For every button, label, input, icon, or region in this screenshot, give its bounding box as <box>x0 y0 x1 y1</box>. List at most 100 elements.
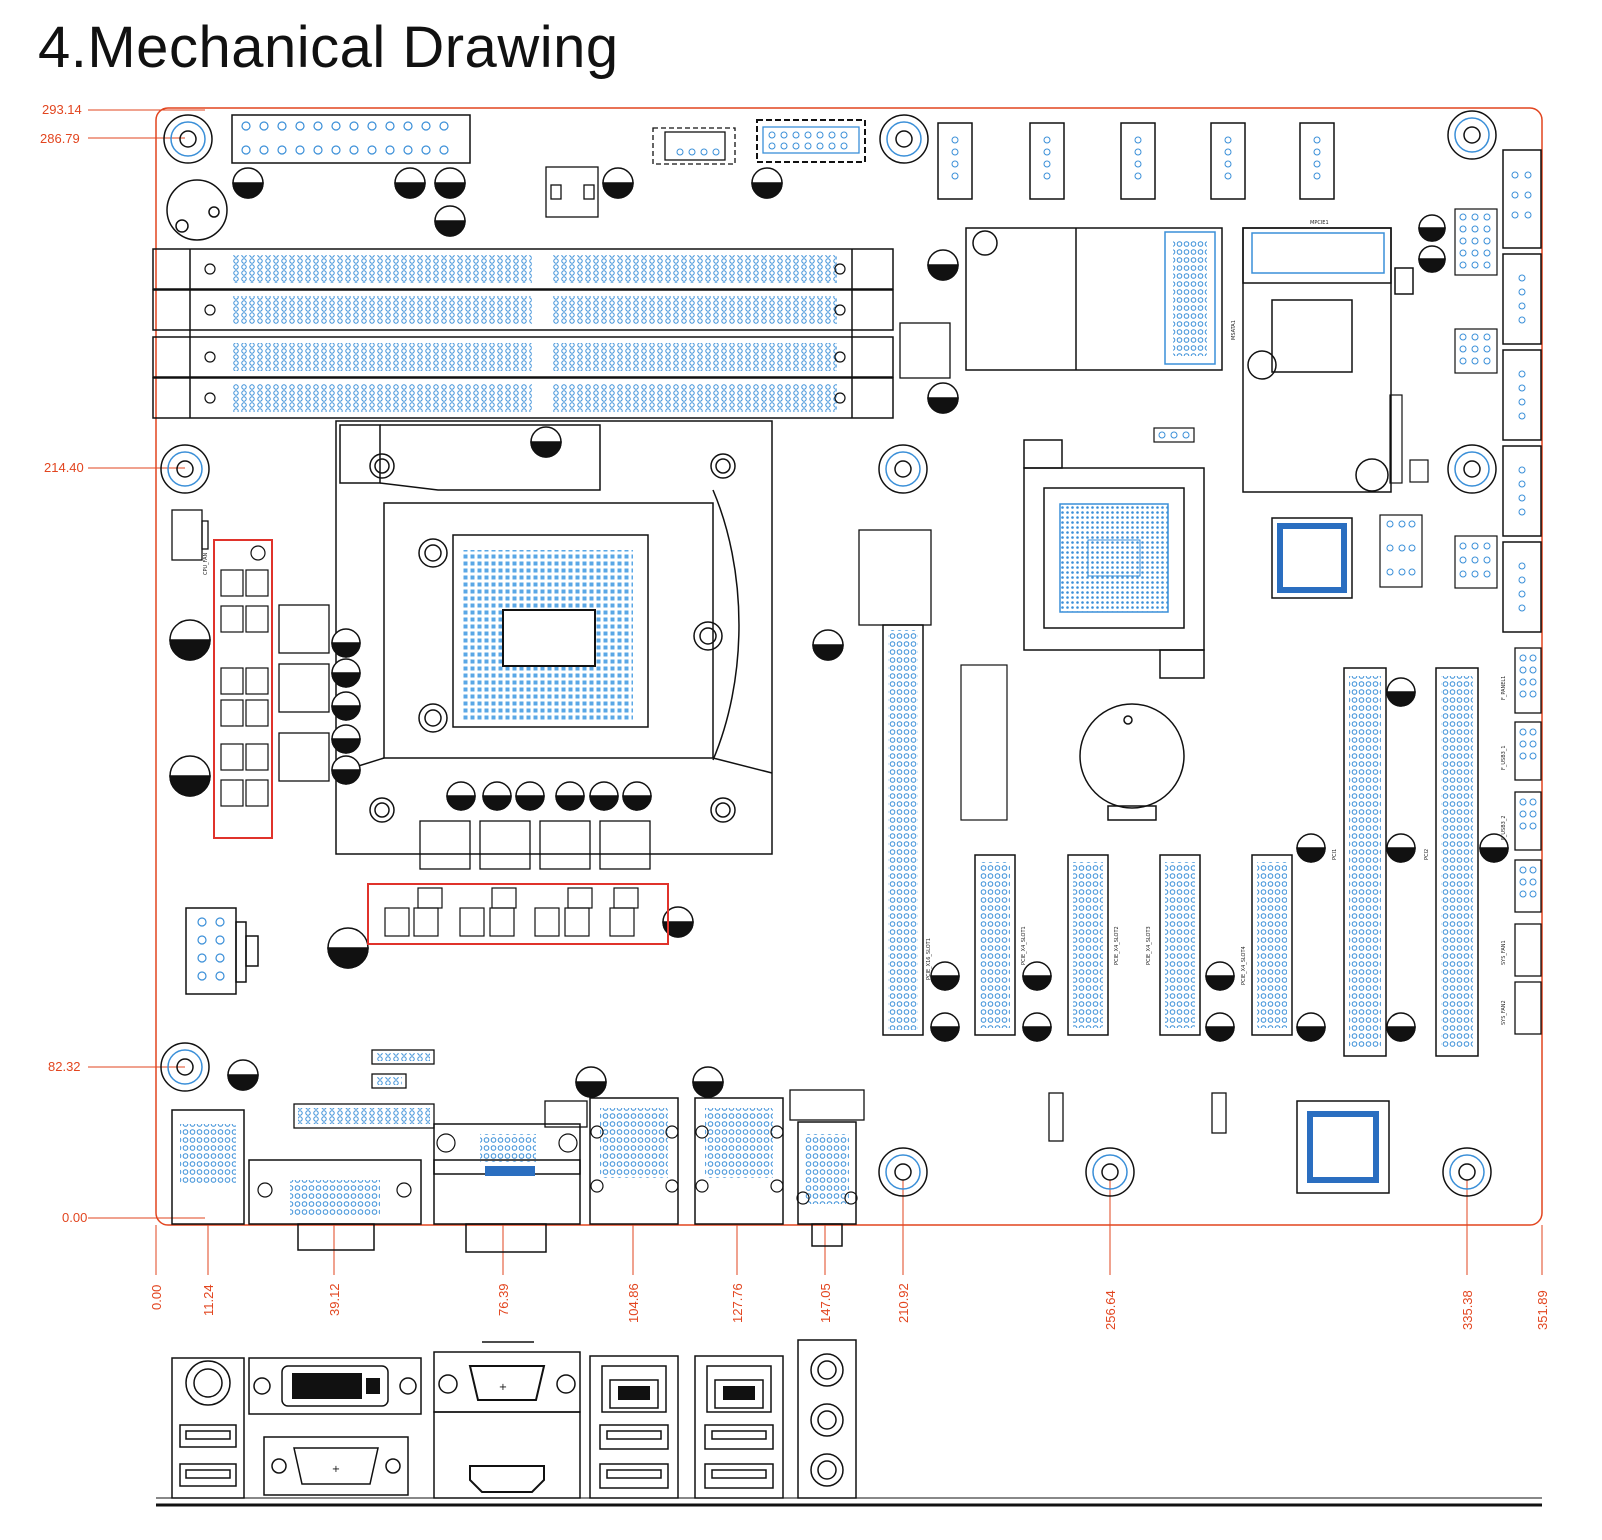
capacitor-icon <box>927 249 959 281</box>
chipset-bga <box>1059 503 1169 613</box>
sata-port <box>1120 122 1156 200</box>
capacitor-icon <box>169 755 211 797</box>
svg-text:+: + <box>499 1382 507 1393</box>
capacitor-icon <box>331 628 361 658</box>
pcie-x4-2-label: PCIE_X4_SLOT2 <box>1114 926 1120 965</box>
capacitors <box>169 167 1509 1098</box>
pci-slots <box>1343 667 1479 1057</box>
mount-hole-icon <box>1447 110 1497 160</box>
sata-port <box>1029 122 1065 200</box>
ps2-usb-port <box>171 1109 245 1225</box>
atx-power-connector <box>231 114 471 164</box>
dim-x-12776: 127.76 <box>730 1283 745 1323</box>
pcie-x16-label: PCIE_X16_SLOT1 <box>926 938 932 980</box>
capacitor-icon <box>1296 833 1326 863</box>
dimm-slot <box>152 248 894 290</box>
capacitor-icon <box>434 167 466 199</box>
capacitor-icon <box>331 724 361 754</box>
sys-fan1-label: SYS_FAN1 <box>1501 940 1507 965</box>
msata-label: MSATA1 <box>1231 320 1237 340</box>
dim-y-21440: 214.40 <box>44 460 84 475</box>
dim-x-33538: 335.38 <box>1460 1290 1475 1330</box>
pcie-x4-slot <box>974 854 1016 1036</box>
capacitor-icon <box>227 1059 259 1091</box>
capacitor-icon <box>575 1066 607 1098</box>
capacitor-icon <box>1386 833 1416 863</box>
capacitor-icon <box>331 658 361 688</box>
mount-hole-icon <box>163 114 213 164</box>
vrm-inductors <box>278 604 651 870</box>
lan-controller-chip <box>1296 1100 1390 1194</box>
pcie-x4-3-label: PCIE_X4_SLOT3 <box>1146 926 1152 965</box>
top-small-components <box>545 119 866 218</box>
y-dimensions <box>88 109 205 1219</box>
sata-port <box>937 122 973 200</box>
capacitor-icon <box>622 781 652 811</box>
bios-chip <box>960 664 1008 821</box>
board-outline <box>155 107 1543 1226</box>
pcie-x4-pins <box>980 862 1287 1028</box>
dim-x-25664: 256.64 <box>1103 1290 1118 1330</box>
dim-x-10486: 104.86 <box>626 1283 641 1323</box>
capacitor-icon <box>1479 833 1509 863</box>
dimm-slots <box>152 248 894 419</box>
atx4-connector <box>185 907 259 995</box>
capacitor-icon <box>927 382 959 414</box>
capacitor-icon <box>1022 1012 1052 1042</box>
dim-x-35189: 351.89 <box>1535 1290 1550 1330</box>
capacitor-icon <box>1205 1012 1235 1042</box>
msata-area <box>965 227 1414 493</box>
dimm-pins <box>232 255 837 412</box>
cpu-socket <box>335 420 773 855</box>
vrm-highlight-bottom <box>367 883 669 945</box>
capacitor-icon <box>482 781 512 811</box>
sata-connectors <box>937 122 1335 200</box>
pcie-x4-1-label: PCIE_X4_SLOT1 <box>1021 926 1027 965</box>
pcie-x4-4-label: PCIE_X4_SLOT4 <box>1241 946 1247 985</box>
capacitor-icon <box>169 619 211 661</box>
mount-hole-icon <box>1447 444 1497 494</box>
dim-x-3912: 39.12 <box>327 1283 342 1316</box>
capacitor-icon <box>394 167 426 199</box>
capacitor-icon <box>515 781 545 811</box>
capacitor-icon <box>1296 1012 1326 1042</box>
super-io-chip <box>1271 517 1353 599</box>
dim-x-14705: 147.05 <box>818 1283 833 1323</box>
capacitor-icon <box>446 781 476 811</box>
sata-port <box>1299 122 1335 200</box>
cpu-fan-header <box>171 509 209 561</box>
capacitor-icon <box>812 629 844 661</box>
capacitor-icon <box>327 927 369 969</box>
capacitor-icon <box>331 691 361 721</box>
dimm-slot <box>152 289 894 331</box>
dim-x-21092: 210.92 <box>896 1283 911 1323</box>
front-headers <box>1514 647 1542 1035</box>
dim-y-000: 0.00 <box>62 1210 87 1225</box>
pci-slot <box>1343 667 1387 1057</box>
right-headers <box>1153 208 1498 589</box>
capacitor-icon <box>232 167 264 199</box>
capacitor-icon <box>1386 1012 1416 1042</box>
lan2-port <box>694 1097 784 1225</box>
mounting-holes <box>160 110 1497 1197</box>
cpu-fan-label: CPU_FAN <box>203 552 209 575</box>
capacitor-icon <box>1022 961 1052 991</box>
pci1-label: PCI1 <box>1332 849 1338 860</box>
mount-hole-icon <box>160 444 210 494</box>
capacitor-icon <box>751 167 783 199</box>
capacitor-icon <box>1386 677 1416 707</box>
capacitor-icon <box>555 781 585 811</box>
capacitor-icon <box>434 205 466 237</box>
battery-icon <box>1079 703 1185 821</box>
mount-hole-icon <box>1085 1147 1135 1197</box>
edge-connectors <box>1502 149 1542 633</box>
dim-x-000: 0.00 <box>149 1285 164 1310</box>
capacitor-icon <box>1418 214 1446 242</box>
bottom-headers <box>293 1049 1227 1142</box>
mount-hole-icon <box>878 444 928 494</box>
f-panel-label: F_PANEL1 <box>1501 676 1507 700</box>
sys-fan2-label: SYS_FAN2 <box>1501 1000 1507 1025</box>
pcie-x4-slot <box>1251 854 1293 1036</box>
mount-hole-icon <box>1442 1147 1492 1197</box>
